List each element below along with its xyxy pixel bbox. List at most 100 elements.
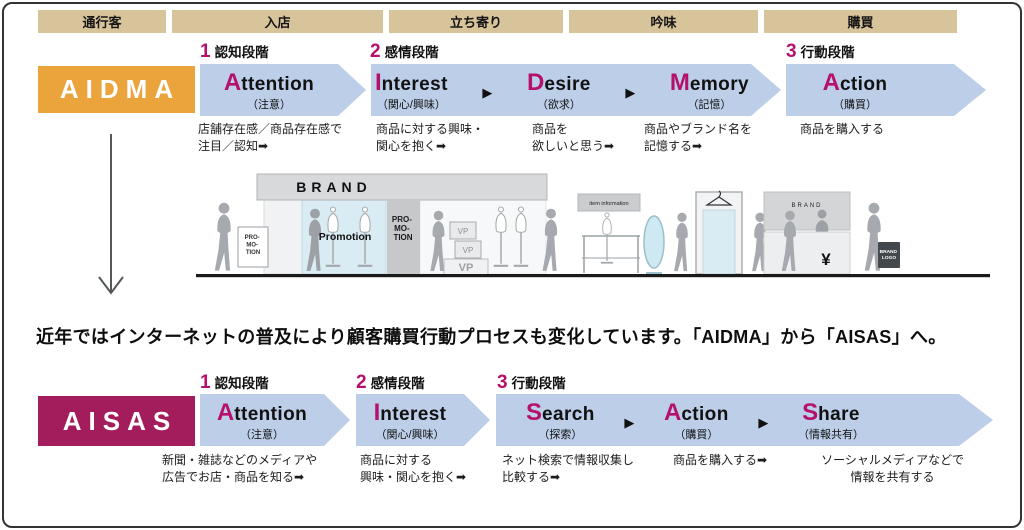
item-information-text: item information [589,201,628,207]
step-initial: I [375,68,382,96]
person-silhouette [674,212,688,272]
vp-box-text: VP [459,262,474,274]
stage-header-examine: 吟味 [569,10,758,33]
aisas-interest-desc: 商品に対する興味・関心を抱く➡ [360,453,467,485]
aidma-stage-action: 3 行動段階 [786,40,855,62]
step-sub: （探索） [538,428,583,441]
brand-sign-text: BRAND [296,179,372,195]
step-word: esire [544,73,591,95]
step-word: ttention [241,73,315,95]
aidma-action-desc: 商品を購入する [800,122,885,136]
down-arrow-icon [98,134,124,295]
stage-name: 認知段階 [214,376,269,391]
step-sub: （関心/興味） [375,428,445,441]
step-initial: A [216,398,235,426]
stage-header-purchase: 購買 [764,10,957,33]
triangle-separator-icon: ▶ [758,414,769,430]
step-sub: （情報共有） [797,428,864,441]
stage-number: 3 [497,371,508,393]
stage-number: 2 [370,40,381,62]
step-initial: A [822,68,840,96]
stage-number: 1 [200,40,211,62]
step-word: ction [839,73,888,95]
stage-header-enter: 入店 [172,10,383,33]
step-initial: A [663,398,682,426]
step-sub: （注意） [239,428,284,441]
vp-box [449,221,477,240]
stage-header-stopby: 立ち寄り [389,10,563,33]
shopping-bag-text: BRAND LOGO [880,249,899,261]
aisas-stage-emotion: 2 感情段階 [356,371,425,393]
aisas-attention-desc: 新聞・雑誌などのメディアや広告でお店・商品を知る➡ [162,453,318,485]
step-word: nterest [380,403,447,425]
step-sub: （記憶） [687,98,732,111]
stage-number: 2 [356,371,367,393]
aidma-stage-cognition: 1 認知段階 [200,40,269,62]
promo-sign-small [237,226,269,268]
step-sub: （注意） [246,98,291,111]
vp-box-text: VP [458,227,469,236]
stage-number: 1 [200,371,211,393]
vp-box [454,240,482,259]
hanger-icon [718,190,722,198]
vp-box-text: VP [463,246,474,255]
register-brand-text: BRAND [791,203,822,209]
step-initial: S [802,398,819,426]
aisas-action-desc: 商品を購入する➡ [673,453,768,467]
step-initial: M [669,68,690,96]
aidma-attention-desc: 店舗存在感／商品存在感で注目／認知➡ [198,122,343,154]
promotion-pillar-text: PRO- MO- TION [392,215,414,242]
aisas-search-desc: ネット検索で情報収集し比較する➡ [502,453,635,485]
register-counter [763,231,851,275]
person-silhouette [214,202,231,271]
step-sub: （関心/興味） [376,98,446,111]
register-back-panel [763,191,851,231]
brand-sign-board [256,173,548,201]
step-word: nterest [381,73,448,95]
step-initial: D [527,68,545,96]
transition-sentence: 近年ではインターネットの普及により顧客購買行動プロセスも変化しています。「AID… [36,327,947,347]
staff-silhouette [815,220,829,232]
step-word: hare [818,403,860,425]
aisas-stage-cognition: 1 認知段階 [200,371,269,393]
aidma-memory-desc: 商品やブランド名を記憶する➡ [644,122,753,154]
triangle-separator-icon: ▶ [625,84,636,100]
fitting-room-door [702,209,736,275]
stage-number: 3 [786,40,797,62]
aisas-stage-action: 3 行動段階 [497,371,566,393]
store-illustration: BRAND PRO- MO- TION Promotion PRO- MO- T… [196,173,990,278]
stage-name: 行動段階 [800,45,855,60]
triangle-separator-icon: ▶ [482,84,493,100]
triangle-separator-icon: ▶ [624,414,635,430]
step-sub: （欲求） [536,98,581,111]
mirror [643,215,665,269]
step-word: earch [542,403,595,425]
stage-name: 行動段階 [511,376,566,391]
step-initial: I [373,398,381,426]
stage-name: 認知段階 [214,45,269,60]
step-word: ction [681,403,729,425]
aidma-stage-emotion: 2 感情段階 [370,40,439,62]
hanger-icon [705,196,733,206]
yen-symbol: ¥ [821,250,831,269]
step-sub: （購買） [674,428,719,441]
mannequin [599,212,615,264]
ground-line [196,274,990,278]
step-sub: （購買） [832,98,877,111]
aidma-interest-desc: 商品に対する興味・関心を抱く➡ [376,122,485,154]
